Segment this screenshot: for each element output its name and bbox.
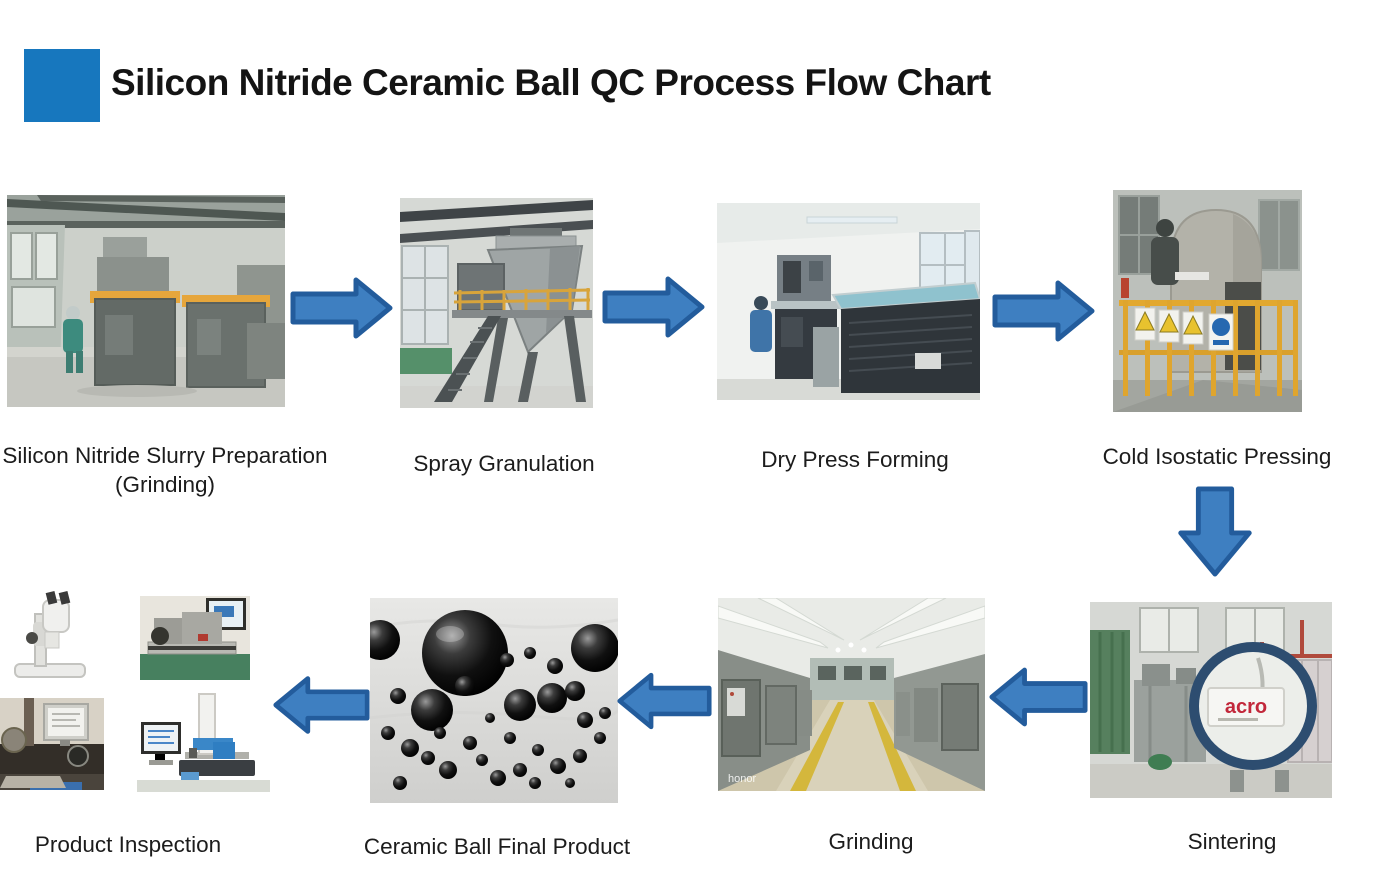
microscope-icon	[14, 590, 86, 678]
step-label-line1: Silicon Nitride Slurry Preparation	[2, 443, 328, 468]
step-label-grinding: Grinding	[828, 829, 914, 854]
contour-tester-icon	[137, 693, 270, 792]
flow-arrow-left-3	[272, 674, 370, 736]
photo-slurry-preparation	[7, 195, 285, 407]
flow-arrow-down	[1176, 486, 1254, 578]
step-label-dry-press-forming: Dry Press Forming	[761, 447, 949, 472]
sintering-furnace-illustration: acro	[1090, 602, 1332, 798]
factory-milling-illustration	[7, 195, 285, 407]
photo-cold-isostatic-pressing	[1113, 190, 1302, 412]
photo-product-inspection	[0, 588, 272, 802]
photo-sintering: acro	[1090, 602, 1332, 798]
step-label-cold-isostatic-pressing: Cold Isostatic Pressing	[1102, 444, 1332, 469]
flow-arrow-left-1	[988, 666, 1088, 728]
page-title: Silicon Nitride Ceramic Ball QC Process …	[111, 62, 991, 103]
sintering-brand-text: acro	[1225, 696, 1267, 718]
photo-spray-granulation	[400, 198, 593, 408]
measuring-machine-icon	[140, 596, 250, 680]
bench-instrument-icon	[0, 698, 104, 790]
photo-grinding: honor	[718, 598, 985, 791]
photo-dry-press-forming	[717, 203, 980, 400]
flow-arrow-right-2	[602, 275, 706, 339]
flow-arrow-left-2	[616, 670, 712, 732]
step-label-product-inspection: Product Inspection	[34, 832, 222, 857]
step-label-spray-granulation: Spray Granulation	[413, 451, 595, 476]
inspection-instruments-illustration	[0, 590, 270, 792]
flow-arrow-right-1	[290, 276, 394, 340]
isostatic-press-illustration	[1113, 190, 1302, 412]
grinding-watermark-text: honor	[728, 773, 756, 785]
step-label-slurry-preparation: Silicon Nitride Slurry Preparation (Grin…	[0, 441, 375, 499]
step-label-sintering: Sintering	[1187, 829, 1277, 854]
grinding-workshop-illustration: honor	[718, 598, 985, 791]
photo-ceramic-balls	[370, 598, 618, 803]
spray-dryer-illustration	[400, 198, 593, 408]
press-machines-illustration	[717, 203, 980, 400]
step-label-ceramic-ball-final-product: Ceramic Ball Final Product	[363, 834, 631, 859]
flow-arrow-right-3	[988, 279, 1100, 343]
ceramic-balls-illustration	[370, 598, 618, 803]
title-accent-square	[24, 49, 100, 122]
step-label-line2: (Grinding)	[114, 472, 216, 497]
